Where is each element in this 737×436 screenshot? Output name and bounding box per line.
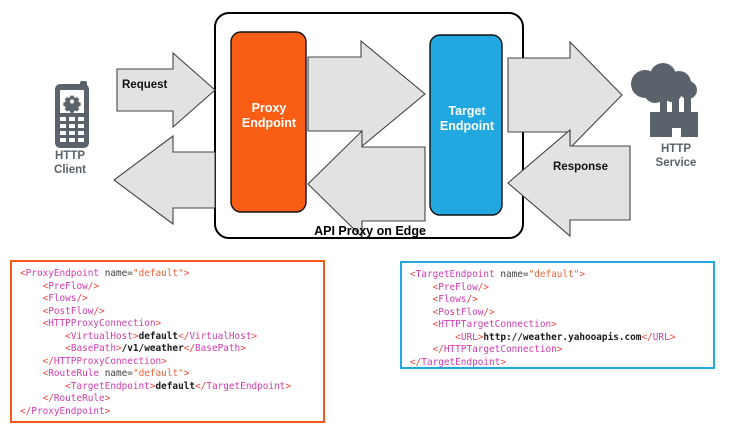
request-arrow-label: Request xyxy=(122,79,168,91)
proxy-endpoint-label: Proxy Endpoint xyxy=(230,101,308,131)
api-proxy-diagram xyxy=(55,12,698,239)
code-line: <TargetEndpoint>default</TargetEndpoint> xyxy=(65,380,291,392)
response-arrow-label: Response xyxy=(553,161,608,173)
http-service-label-line1: HTTP xyxy=(660,143,692,155)
target-endpoint-code-block[interactable]: <TargetEndpoint name="default"> <PreFlow… xyxy=(400,261,715,369)
proxy-endpoint-box[interactable] xyxy=(230,31,307,213)
code-line: <PreFlow/> xyxy=(432,281,490,293)
api-proxy-container-label: API Proxy on Edge xyxy=(314,224,426,238)
http-service-label-line2: Service xyxy=(655,157,697,169)
mobile-phone-gear-icon xyxy=(55,81,89,148)
proxy-endpoint-code-block[interactable]: <ProxyEndpoint name="default"> <PreFlow/… xyxy=(10,260,325,423)
proxy-endpoint-label-line1: Proxy xyxy=(251,101,287,115)
code-line: <HTTPProxyConnection> xyxy=(42,318,162,330)
code-line: <HTTPTargetConnection> xyxy=(432,319,557,331)
code-line: </HTTPTargetConnection> xyxy=(432,344,563,356)
code-line: <PostFlow/> xyxy=(42,305,105,317)
proxy-endpoint-label-line2: Endpoint xyxy=(241,116,297,130)
code-line: </TargetEndpoint> xyxy=(410,356,506,368)
code-line: <PreFlow/> xyxy=(42,280,100,292)
target-to-proxy-arrow xyxy=(307,129,426,239)
code-line: <RouteRule name="default"> xyxy=(42,368,190,380)
code-line: <PostFlow/> xyxy=(432,306,495,318)
code-line: <BasePath>/v1/weather</BasePath> xyxy=(65,343,246,355)
code-line: <Flows/> xyxy=(432,294,478,306)
http-client-label-line1: HTTP xyxy=(54,150,86,162)
http-client-label: HTTP Client xyxy=(36,149,104,177)
target-endpoint-label-line2: Endpoint xyxy=(439,119,495,133)
code-line: <TargetEndpoint name="default"> xyxy=(410,269,586,280)
proxy-to-target-arrow xyxy=(307,39,426,149)
target-endpoint-label: Target Endpoint xyxy=(428,104,506,134)
response-arrow xyxy=(507,128,631,238)
request-arrow xyxy=(116,51,216,129)
code-line: </RouteRule> xyxy=(42,393,111,405)
http-client-label-line2: Client xyxy=(54,164,86,176)
code-line: <URL>http://weather.yahooapis.com</URL> xyxy=(455,331,676,343)
factory-cloud-icon xyxy=(631,63,698,137)
proxy-to-client-arrow xyxy=(113,134,216,226)
code-line: </ProxyEndpoint> xyxy=(20,406,111,418)
code-line: <VirtualHost>default</VirtualHost> xyxy=(65,330,258,342)
target-to-service-arrow xyxy=(507,40,623,150)
code-line: <Flows/> xyxy=(42,293,88,305)
code-line: <ProxyEndpoint name="default"> xyxy=(20,268,190,279)
code-line: </HTTPProxyConnection> xyxy=(42,355,167,367)
target-endpoint-label-line1: Target xyxy=(448,104,486,118)
target-endpoint-box[interactable] xyxy=(429,34,503,216)
http-service-label: HTTP Service xyxy=(640,142,712,170)
